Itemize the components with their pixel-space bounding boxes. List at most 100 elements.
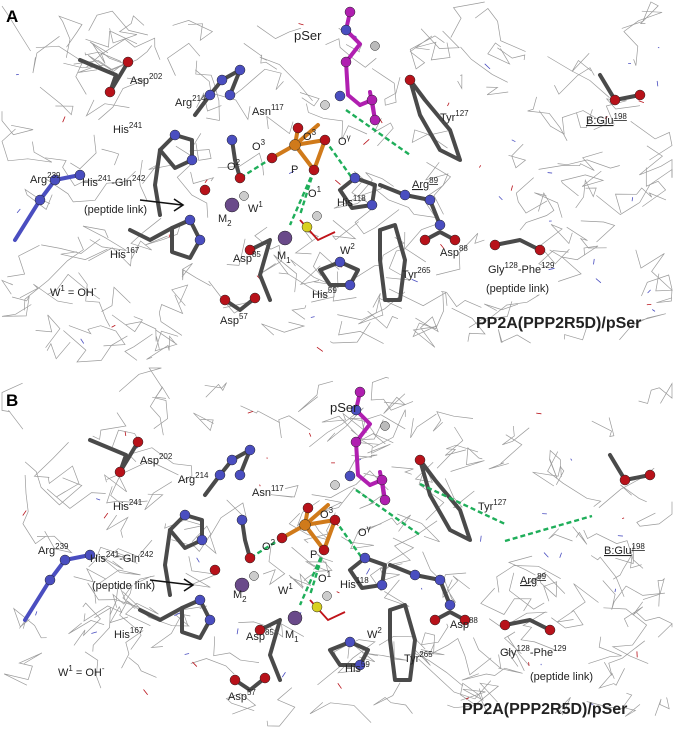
metal-m1	[287, 610, 303, 626]
wire-tick	[247, 411, 254, 414]
label-arg89: Arg89	[520, 572, 547, 587]
peptide-link-arrow	[149, 579, 193, 586]
nitrogen-atom	[244, 444, 256, 456]
wire-segment	[461, 667, 523, 681]
wire-tick	[288, 170, 295, 174]
label-m1: M1	[277, 250, 291, 265]
wire-segment	[566, 226, 607, 249]
wire-segment	[615, 544, 635, 564]
wire-segment	[639, 145, 673, 178]
wire-tick	[511, 139, 516, 143]
wire-tick	[510, 185, 513, 191]
label-w2: W2	[340, 242, 355, 257]
wire-segment	[621, 1, 659, 29]
wire-tick	[196, 557, 200, 563]
nitrogen-atom	[184, 214, 196, 226]
panel-title: PP2A(PPP2R5D)/pSer	[476, 315, 641, 332]
nitrogen-atom	[344, 636, 356, 648]
wire-segment	[45, 171, 136, 203]
wire-segment	[68, 325, 126, 347]
wire-segment	[22, 474, 46, 545]
wire-segment	[35, 45, 87, 95]
label-his118: His118	[340, 576, 369, 591]
wire-segment	[557, 159, 620, 169]
nitrogen-atom	[350, 404, 362, 416]
label-phosphorus: P	[310, 549, 317, 561]
wire-segment	[87, 582, 162, 619]
wire-segment	[368, 514, 411, 532]
nitrogen-atom	[169, 129, 181, 141]
hydrogen-bonds	[239, 109, 411, 226]
wire-segment	[457, 74, 463, 90]
wire-segment	[634, 610, 673, 638]
wire-segment	[571, 583, 599, 612]
oxygen-atom	[199, 184, 211, 196]
wire-segment	[309, 407, 364, 448]
wire-segment	[350, 414, 406, 430]
oxygen-atom	[419, 234, 431, 246]
wire-segment	[598, 668, 625, 689]
wire-segment	[294, 229, 320, 255]
pser-atom	[350, 436, 362, 448]
wire-segment	[383, 393, 407, 414]
nitrogen-atom	[359, 552, 371, 564]
wire-segment	[590, 555, 625, 597]
metal-m2	[224, 197, 240, 213]
nitrogen-atom	[234, 469, 246, 481]
wireframe-background	[1, 367, 673, 727]
wire-tick	[204, 179, 208, 184]
hydrogen-bonds	[249, 482, 593, 606]
wire-segment	[351, 179, 400, 235]
wire-segment	[507, 555, 536, 576]
oxygen-atom	[132, 436, 144, 448]
asp85-bonds	[258, 618, 282, 682]
oxygen-atom	[292, 122, 304, 134]
phosphorus-atom	[289, 139, 301, 151]
structure-diagram-a: A pSer Asp202 Arg214 His241 Asn117 Arg23…	[1, 1, 673, 363]
wire-tick	[478, 165, 482, 168]
nitrogen-atom	[214, 469, 226, 481]
oxygen-atom	[459, 614, 471, 626]
wire-tick	[536, 412, 542, 415]
wire-tick	[440, 243, 445, 249]
wire-segment	[373, 682, 413, 714]
wire-segment	[317, 642, 376, 686]
atom-spheres	[34, 6, 646, 306]
wire-segment	[571, 53, 592, 72]
wire-segment	[144, 222, 182, 246]
wire-segment	[172, 20, 214, 42]
wire-segment	[84, 651, 102, 689]
label-his59: His59	[345, 660, 370, 675]
wire-segment	[101, 286, 131, 312]
wire-segment	[638, 382, 673, 404]
peptide-link-arrow	[139, 199, 183, 206]
nitrogen-atom	[216, 74, 228, 86]
label-ogamma: Oγ	[338, 133, 351, 148]
label-his241: His241	[113, 498, 143, 513]
label-tyr127: Tyr127	[478, 498, 507, 513]
glyphe-bonds	[503, 618, 552, 632]
label-m2: M2	[233, 589, 247, 604]
wire-segment	[524, 571, 566, 594]
wire-segment	[549, 449, 562, 479]
wire-segment	[404, 223, 439, 251]
wire-segment	[596, 168, 673, 216]
wire-segment	[330, 322, 371, 344]
wire-segment	[23, 236, 84, 311]
oxygen-atom	[104, 86, 116, 98]
wire-segment	[39, 86, 74, 116]
wire-tick	[22, 510, 27, 516]
nitrogen-atom	[196, 534, 208, 546]
hydrogen-atom	[320, 100, 330, 110]
oxygen-atom	[244, 552, 256, 564]
nitrogen-atom	[344, 279, 356, 291]
wire-segment	[441, 290, 482, 308]
wire-tick	[480, 535, 482, 542]
wire-segment	[487, 42, 511, 65]
wire-tick	[310, 316, 315, 318]
wire-segment	[58, 15, 83, 58]
label-his-gln-link: His241-Gln242	[82, 174, 146, 189]
wire-segment	[586, 692, 633, 710]
wire-segment	[130, 217, 162, 259]
wire-segment	[19, 283, 73, 305]
